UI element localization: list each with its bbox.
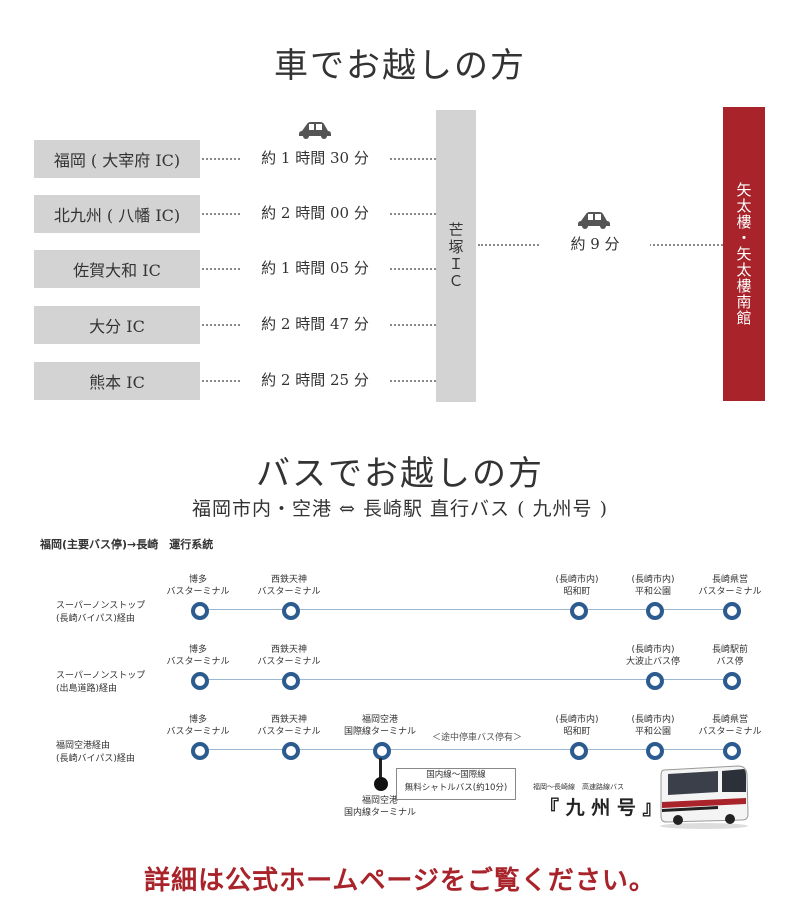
bus-stop-marker	[191, 742, 209, 760]
stop-name: 西鉄天神バスターミナル	[257, 645, 321, 667]
bus-stop-marker	[570, 742, 588, 760]
bus-stop-marker	[646, 602, 664, 620]
bus-brand-caption: 福岡〜長崎線 高速路線バス	[533, 783, 624, 791]
bus-subtitle: 福岡市内・空港 ⇔ 長崎駅 直行バス ( 九州号 )	[192, 498, 608, 520]
destination-box: 矢太樓・矢太樓南館	[723, 107, 765, 401]
stop-name: 博多バスターミナル	[166, 715, 230, 737]
route-line	[198, 679, 730, 680]
stop-name: (長崎市内)昭和町	[555, 715, 599, 737]
shuttle-note-box: 国内線〜国際線 無料シャトルバス(約10分)	[396, 768, 516, 800]
stop-name: 西鉄天神バスターミナル	[257, 575, 321, 597]
interchange-label: 芒塚ＩＣ	[446, 222, 465, 290]
stop-name: 長崎県営バスターミナル	[698, 715, 762, 737]
bus-brand-name: 『 九 州 号 』	[540, 797, 662, 819]
origin-kumamoto: 熊本 IC	[34, 362, 200, 400]
intermediate-stops-note: ＜途中停車バス停有＞	[432, 733, 523, 743]
car-section-title: 車でお越しの方	[274, 46, 526, 86]
stop-name: 博多バスターミナル	[166, 575, 230, 597]
bus-stop-marker	[646, 742, 664, 760]
bus-stop-marker	[723, 602, 741, 620]
duration-label: 約 2 時間 25 分	[240, 370, 390, 390]
route-line	[198, 609, 730, 610]
stop-name: 長崎県営バスターミナル	[698, 575, 762, 597]
bus-section-title: バスでお越しの方	[256, 454, 544, 494]
bus-stop-marker	[282, 672, 300, 690]
stop-name: 西鉄天神バスターミナル	[257, 715, 321, 737]
bus-stop-marker	[723, 742, 741, 760]
bus-stop-marker	[282, 742, 300, 760]
bus-stop-marker	[373, 742, 391, 760]
bus-stop-marker	[646, 672, 664, 690]
stop-name: 博多バスターミナル	[166, 645, 230, 667]
car-icon	[577, 210, 611, 234]
car-icon	[298, 120, 332, 144]
duration-label: 約 2 時間 47 分	[240, 314, 390, 334]
branch-stop-name: 福岡空港国内線ターミナル	[343, 796, 416, 818]
branch-stop-marker	[374, 777, 388, 791]
origin-oita: 大分 IC	[34, 306, 200, 344]
stop-name: (長崎市内)昭和町	[555, 575, 599, 597]
route-map-heading: 福岡(主要バス停)→長崎 運行系統	[40, 538, 214, 551]
bus-image	[658, 762, 750, 834]
bus-stop-marker	[191, 602, 209, 620]
stop-name: (長崎市内)平和公園	[631, 575, 675, 597]
origin-fukuoka: 福岡 ( 大宰府 IC)	[34, 140, 200, 178]
stop-name: 長崎駅前バス停	[711, 645, 748, 667]
duration-label: 約 1 時間 05 分	[240, 258, 390, 278]
destination-label: 矢太樓・矢太樓南館	[734, 182, 753, 326]
bus-stop-marker	[191, 672, 209, 690]
bus-stop-marker	[723, 672, 741, 690]
stop-name: 福岡空港国際線ターミナル	[343, 715, 416, 737]
bus-stop-marker	[282, 602, 300, 620]
route-label: 福岡空港経由 (長崎バイパス)経由	[56, 741, 135, 764]
stop-name: (長崎市内)大波止バス停	[625, 645, 680, 667]
route-label: スーパーノンストップ (長崎バイパス)経由	[56, 601, 146, 624]
final-duration-label: 約 9 分	[540, 234, 650, 254]
origin-saga: 佐賀大和 IC	[34, 250, 200, 288]
route-label: スーパーノンストップ (出島道路)経由	[56, 671, 146, 694]
branch-line	[379, 758, 382, 780]
duration-label: 約 1 時間 30 分	[240, 148, 390, 168]
footer-notice: 詳細は公式ホームページをご覧ください。	[144, 866, 656, 896]
route-line	[198, 749, 730, 750]
duration-label: 約 2 時間 00 分	[240, 203, 390, 223]
bus-stop-marker	[570, 602, 588, 620]
stop-name: (長崎市内)平和公園	[631, 715, 675, 737]
origin-kitakyushu: 北九州 ( 八幡 IC)	[34, 195, 200, 233]
interchange-box: 芒塚ＩＣ	[436, 110, 476, 402]
